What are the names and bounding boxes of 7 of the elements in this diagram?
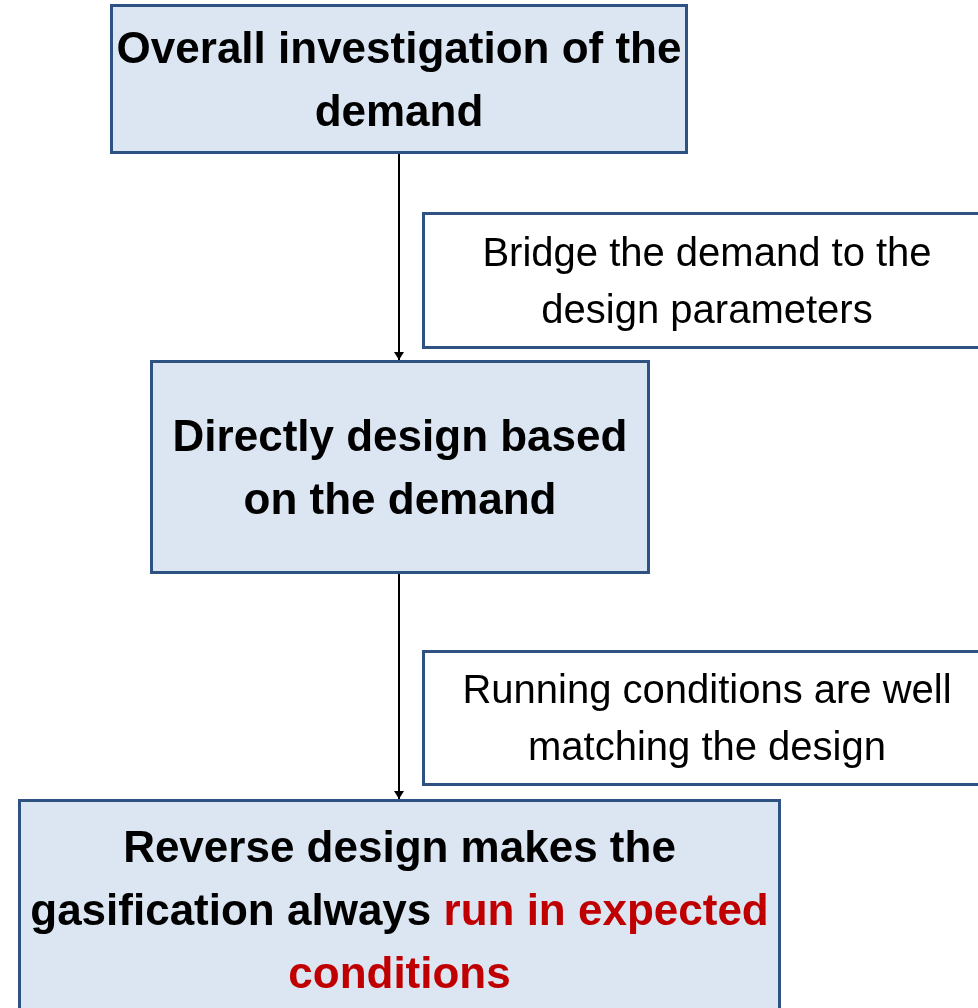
- arrow: [394, 153, 404, 361]
- process-box: Directly design based on the demand: [150, 360, 650, 574]
- note-box: Running conditions are well matching the design: [422, 650, 978, 786]
- process-box: Overall investigation of the demand: [110, 4, 688, 154]
- process-box: Reverse design makes the gasification always run in expected conditions: [18, 799, 781, 1008]
- note-box: Bridge the demand to the design parameters: [422, 212, 978, 349]
- arrow: [394, 573, 404, 800]
